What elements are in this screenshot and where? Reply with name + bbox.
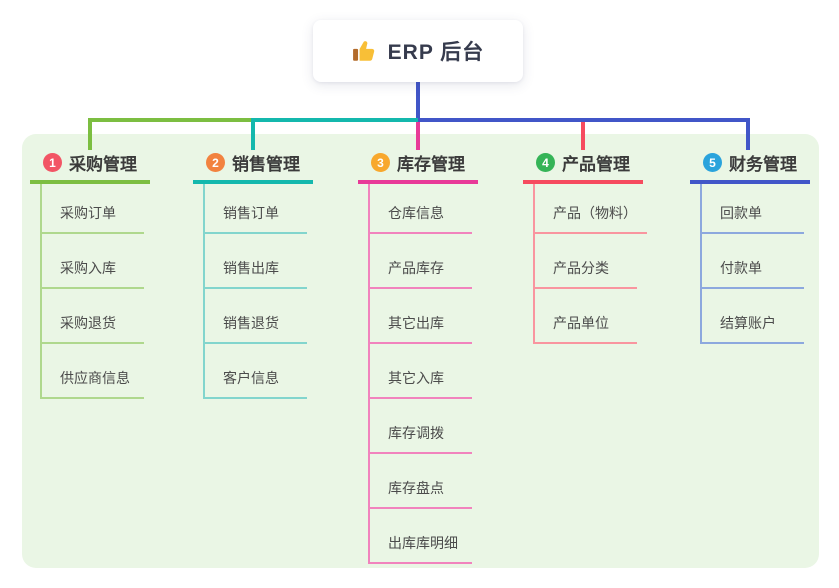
child-label: 其它入库 xyxy=(388,370,444,386)
child-label: 回款单 xyxy=(720,205,762,221)
child-node[interactable]: 产品分类 xyxy=(535,234,637,289)
child-label: 产品库存 xyxy=(388,260,444,276)
child-label: 销售订单 xyxy=(223,205,279,221)
child-label: 销售出库 xyxy=(223,260,279,276)
child-label: 采购订单 xyxy=(60,205,116,221)
child-node[interactable]: 销售退货 xyxy=(205,289,307,344)
branch-number-badge: 2 xyxy=(206,153,225,172)
child-label: 采购退货 xyxy=(60,315,116,331)
child-node[interactable]: 付款单 xyxy=(702,234,804,289)
child-node[interactable]: 采购退货 xyxy=(42,289,144,344)
branch-number-badge: 4 xyxy=(536,153,555,172)
child-node[interactable]: 出库库明细 xyxy=(370,509,472,564)
branch-purchase: 1 采购管理 采购订单 采购入库 采购退货 供应商信息 xyxy=(30,149,180,399)
branch-children: 仓库信息 产品库存 其它出库 其它入库 库存调拨 库存盘点 出库库明细 xyxy=(368,184,472,564)
child-label: 库存盘点 xyxy=(388,480,444,496)
branches-panel xyxy=(22,134,819,568)
root-connector-line xyxy=(416,82,420,118)
connector-branch-1 xyxy=(88,118,253,122)
child-label: 客户信息 xyxy=(223,370,279,386)
branch-children: 销售订单 销售出库 销售退货 客户信息 xyxy=(203,184,307,399)
branch-node[interactable]: 1 采购管理 xyxy=(30,149,150,184)
connector-branch-5 xyxy=(418,118,750,122)
branch-label: 销售管理 xyxy=(232,155,300,174)
child-node[interactable]: 结算账户 xyxy=(702,289,804,344)
child-node[interactable]: 采购订单 xyxy=(42,184,144,234)
child-node[interactable]: 库存调拨 xyxy=(370,399,472,454)
child-node[interactable]: 供应商信息 xyxy=(42,344,144,399)
branch-number-badge: 1 xyxy=(43,153,62,172)
thumbs-up-icon xyxy=(352,38,378,64)
branch-number-badge: 3 xyxy=(371,153,390,172)
child-label: 出库库明细 xyxy=(388,535,458,551)
drop-branch-2 xyxy=(251,118,255,150)
child-label: 付款单 xyxy=(720,260,762,276)
child-node[interactable]: 其它入库 xyxy=(370,344,472,399)
child-label: 采购入库 xyxy=(60,260,116,276)
drop-branch-4 xyxy=(581,122,585,150)
child-node[interactable]: 产品（物料） xyxy=(535,184,647,234)
root-title: ERP 后台 xyxy=(387,41,485,64)
branch-label: 财务管理 xyxy=(729,155,797,174)
branch-node[interactable]: 3 库存管理 xyxy=(358,149,478,184)
branch-products: 4 产品管理 产品（物料） 产品分类 产品单位 xyxy=(523,149,673,344)
child-node[interactable]: 仓库信息 xyxy=(370,184,472,234)
child-label: 结算账户 xyxy=(720,315,776,331)
child-node[interactable]: 销售订单 xyxy=(205,184,307,234)
child-label: 产品（物料） xyxy=(553,205,637,221)
branch-inventory: 3 库存管理 仓库信息 产品库存 其它出库 其它入库 库存调拨 库存盘点 出库库… xyxy=(358,149,508,564)
child-node[interactable]: 采购入库 xyxy=(42,234,144,289)
branch-label: 产品管理 xyxy=(562,155,630,174)
branch-node[interactable]: 2 销售管理 xyxy=(193,149,313,184)
connector-branch-2 xyxy=(253,118,418,122)
root-node[interactable]: ERP 后台 xyxy=(313,20,523,82)
branch-children: 采购订单 采购入库 采购退货 供应商信息 xyxy=(40,184,144,399)
drop-branch-1 xyxy=(88,118,92,150)
drop-branch-3 xyxy=(416,122,420,150)
child-label: 其它出库 xyxy=(388,315,444,331)
branch-node[interactable]: 5 财务管理 xyxy=(690,149,810,184)
drop-branch-5 xyxy=(746,118,750,150)
child-label: 销售退货 xyxy=(223,315,279,331)
child-label: 产品分类 xyxy=(553,260,609,276)
child-label: 库存调拨 xyxy=(388,425,444,441)
branch-finance: 5 财务管理 回款单 付款单 结算账户 xyxy=(690,149,839,344)
branch-label: 采购管理 xyxy=(69,155,137,174)
child-label: 产品单位 xyxy=(553,315,609,331)
child-node[interactable]: 销售出库 xyxy=(205,234,307,289)
branch-children: 回款单 付款单 结算账户 xyxy=(700,184,804,344)
child-label: 供应商信息 xyxy=(60,370,130,386)
child-node[interactable]: 库存盘点 xyxy=(370,454,472,509)
child-node[interactable]: 其它出库 xyxy=(370,289,472,344)
branch-children: 产品（物料） 产品分类 产品单位 xyxy=(533,184,647,344)
branch-node[interactable]: 4 产品管理 xyxy=(523,149,643,184)
branch-label: 库存管理 xyxy=(397,155,465,174)
child-node[interactable]: 客户信息 xyxy=(205,344,307,399)
branch-sales: 2 销售管理 销售订单 销售出库 销售退货 客户信息 xyxy=(193,149,343,399)
branch-number-badge: 5 xyxy=(703,153,722,172)
child-node[interactable]: 回款单 xyxy=(702,184,804,234)
child-label: 仓库信息 xyxy=(388,205,444,221)
child-node[interactable]: 产品单位 xyxy=(535,289,637,344)
child-node[interactable]: 产品库存 xyxy=(370,234,472,289)
